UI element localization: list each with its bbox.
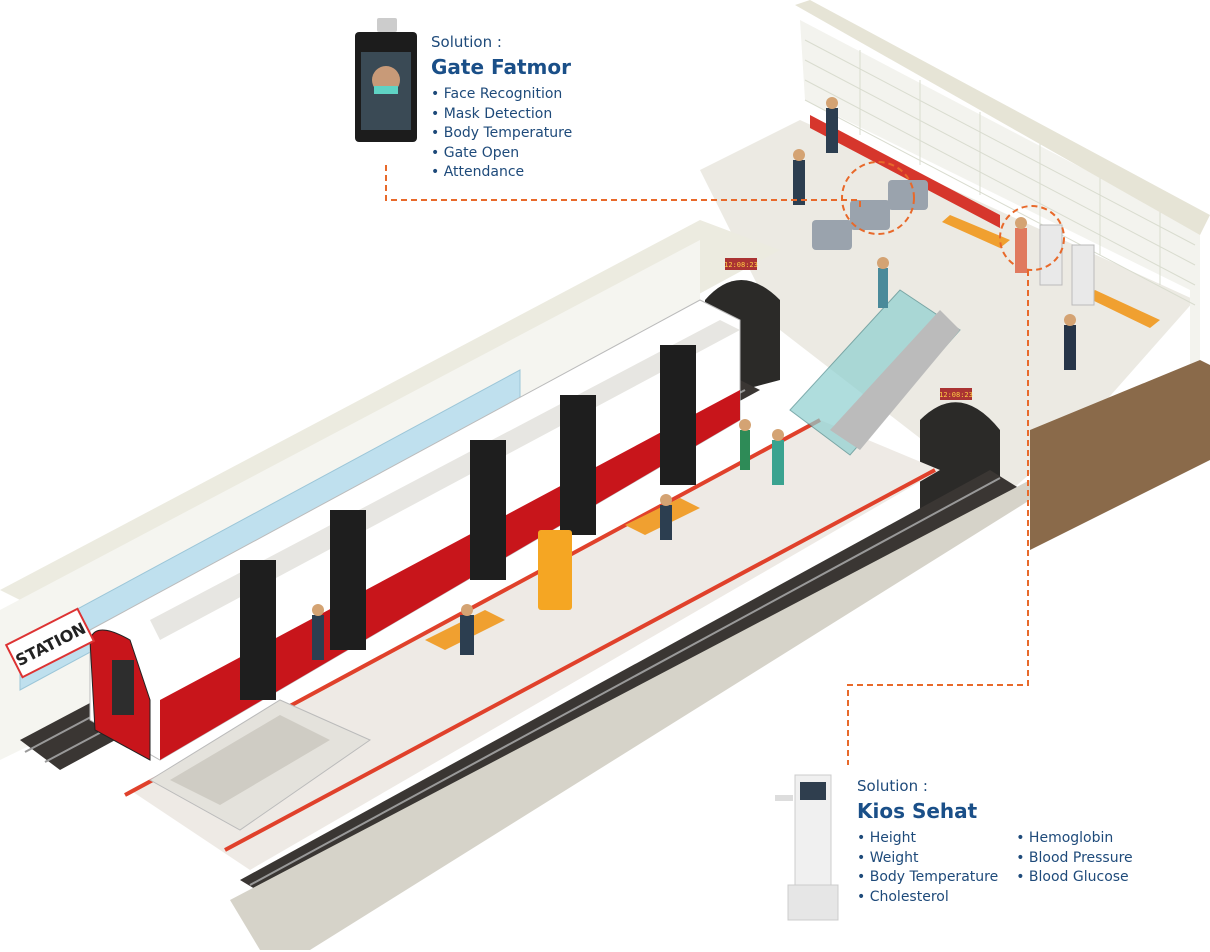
gate-feature-item: • Attendance xyxy=(431,164,525,181)
clock-lower-text: 12:08:23 xyxy=(939,391,973,399)
gate-connector-line xyxy=(385,165,861,210)
gate-fatmor-callout: Solution : Gate Fatmor • Face Recognitio… xyxy=(431,33,572,183)
gate-feature-item: • Body Temperature xyxy=(431,125,573,142)
gate-feature-item: • Gate Open xyxy=(431,144,520,161)
station-sign-board xyxy=(4,607,96,679)
gate-fatmor-device xyxy=(355,18,417,142)
gate-feature-item: • Mask Detection xyxy=(431,105,553,122)
concourse-wall-top xyxy=(795,0,1210,235)
concourse-red-baseboard xyxy=(810,115,1000,228)
train xyxy=(89,299,741,761)
kios-feature-item: • Weight xyxy=(857,849,919,866)
kios-feature-item: • Hemoglobin xyxy=(1016,830,1114,846)
gate-product-name: Gate Fatmor xyxy=(431,55,571,79)
gate-solution-label: Solution : xyxy=(431,33,502,51)
gate-feature-item: • Face Recognition xyxy=(431,86,563,102)
clock-lower xyxy=(940,388,972,400)
platform-edge-line-right xyxy=(224,468,936,852)
kios-feature-item: • Body Temperature xyxy=(857,869,999,886)
track-base xyxy=(230,480,1030,950)
kios-solution-label: Solution : xyxy=(857,777,928,795)
kios-feature-item: • Cholesterol xyxy=(857,888,949,905)
people xyxy=(312,97,1076,660)
stairs-down xyxy=(149,699,372,831)
concourse-floor xyxy=(700,120,1195,500)
kios-feature-item: • Blood Glucose xyxy=(1016,869,1129,886)
concourse-health-kiosks xyxy=(1039,224,1095,306)
gate-feature-list: • Face Recognition • Mask Detection • Bo… xyxy=(431,85,572,183)
gate-highlight-circle xyxy=(841,161,915,235)
kios-feature-list-col1: • Height • Weight • Body Temperature • C… xyxy=(857,829,998,907)
clock-upper-text: 12:08:23 xyxy=(724,261,758,269)
info-kiosk xyxy=(538,530,572,610)
turnstiles xyxy=(812,180,928,250)
kios-product-name: Kios Sehat xyxy=(857,799,978,823)
kios-connector-line xyxy=(847,270,1029,765)
kios-feature-item: • Blood Pressure xyxy=(1016,849,1133,866)
kios-sehat-callout: Solution : Kios Sehat • Height • Weight … xyxy=(857,777,1133,907)
clock-upper xyxy=(725,258,757,270)
escalators xyxy=(789,289,961,456)
concourse-wall-tiles xyxy=(804,39,1196,306)
kiosk-highlight-circle xyxy=(999,205,1065,271)
kios-sehat-device xyxy=(775,774,839,921)
earth-section xyxy=(1030,360,1210,550)
kios-feature-item: • Height xyxy=(857,830,916,846)
kios-feature-list-col2: • Hemoglobin • Blood Pressure • Blood Gl… xyxy=(1016,829,1132,907)
